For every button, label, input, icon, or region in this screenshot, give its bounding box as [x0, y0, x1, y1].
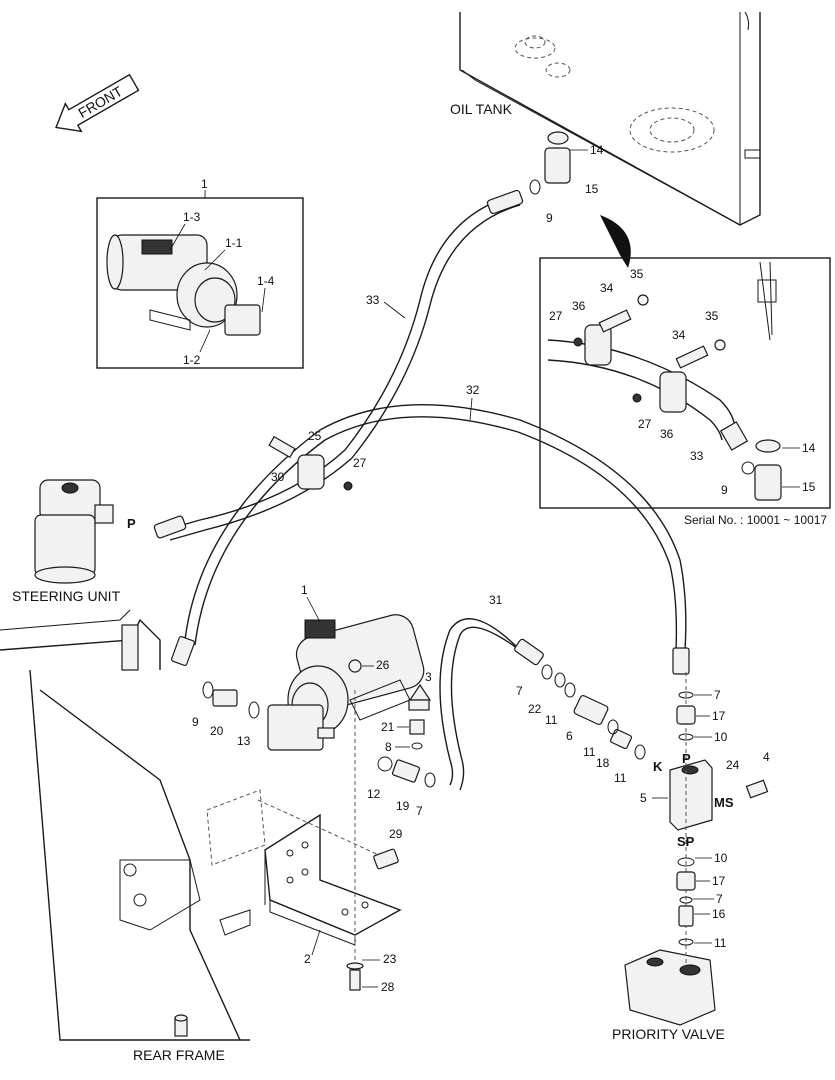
pump-motor	[267, 614, 425, 751]
label-6: 6	[566, 729, 573, 743]
callout-arrow	[600, 215, 631, 268]
inset-serial-frame	[539, 257, 831, 509]
label-18: 18	[596, 756, 610, 770]
inset2-label-34a: 34	[600, 281, 614, 295]
priority-valve	[624, 949, 716, 1026]
label-4: 4	[763, 750, 770, 764]
steering-unit-label: STEERING UNIT	[12, 588, 121, 604]
inset2-label-36b: 36	[660, 427, 674, 441]
label-2: 2	[304, 952, 311, 966]
label-15: 15	[585, 182, 599, 196]
inset2-label-35b: 35	[705, 309, 719, 323]
hose-33	[153, 189, 524, 541]
label-1: 1	[301, 583, 308, 597]
inset2-label-14: 14	[802, 441, 816, 455]
inset1-label-1-2: 1-2	[183, 353, 201, 367]
inset2-label-15: 15	[802, 480, 816, 494]
hose-31	[439, 618, 544, 791]
port-k: K	[653, 759, 663, 774]
inset2-label-27a: 27	[549, 309, 563, 323]
front-arrow: FRONT	[55, 73, 140, 133]
label-9b: 9	[192, 715, 199, 729]
label-7a: 7	[516, 684, 523, 698]
label-14: 14	[590, 143, 604, 157]
label-13: 13	[237, 734, 251, 748]
label-11c: 11	[614, 771, 627, 785]
hose-32	[170, 404, 690, 675]
label-31: 31	[489, 593, 503, 607]
label-11a: 11	[545, 713, 558, 727]
rear-frame-label: REAR FRAME	[133, 1047, 225, 1063]
label-9: 9	[546, 211, 553, 225]
steering-unit	[34, 479, 114, 584]
serial-number-label: Serial No. : 10001 ~ 10017	[684, 513, 827, 527]
inset2-label-34b: 34	[672, 328, 686, 342]
inset1-label-1-4: 1-4	[257, 274, 275, 288]
label-16: 16	[712, 907, 726, 921]
label-24: 24	[726, 758, 740, 772]
steering-port-p: P	[127, 516, 136, 531]
inset1-label-1-1: 1-1	[225, 236, 243, 250]
inset-pump-frame	[96, 197, 304, 369]
inset2-label-35a: 35	[630, 267, 644, 281]
port-sp: SP	[677, 834, 695, 849]
port-ms: MS	[714, 795, 734, 810]
label-22: 22	[528, 702, 542, 716]
inset-pump-drawing	[106, 234, 261, 336]
oil-tank	[459, 11, 761, 226]
label-8: 8	[385, 740, 392, 754]
priority-valve-label: PRIORITY VALVE	[612, 1026, 725, 1042]
oil-tank-label: OIL TANK	[450, 101, 513, 117]
label-7d: 7	[716, 892, 723, 906]
label-25: 25	[308, 429, 322, 443]
label-11b: 11	[583, 745, 596, 759]
bracket-2	[264, 813, 402, 946]
label-11d: 11	[714, 936, 727, 950]
label-21: 21	[381, 720, 395, 734]
label-5: 5	[640, 791, 647, 805]
label-30: 30	[271, 470, 285, 484]
fittings	[202, 131, 696, 991]
label-7b: 7	[416, 804, 423, 818]
label-19: 19	[396, 799, 410, 813]
label-29: 29	[389, 827, 403, 841]
inset2-label-33: 33	[690, 449, 704, 463]
label-3: 3	[425, 670, 432, 684]
label-27: 27	[353, 456, 367, 470]
inset1-label-1-3: 1-3	[183, 210, 201, 224]
label-23: 23	[383, 952, 397, 966]
label-32: 32	[466, 383, 480, 397]
label-17a: 17	[712, 709, 726, 723]
label-7c: 7	[714, 688, 721, 702]
inset2-label-9: 9	[721, 483, 728, 497]
label-10b: 10	[714, 851, 728, 865]
port-p: P	[682, 751, 691, 766]
label-33: 33	[366, 293, 380, 307]
inset1-title: 1	[201, 177, 208, 191]
rear-frame	[0, 609, 266, 1041]
label-26: 26	[376, 658, 390, 672]
label-17b: 17	[712, 874, 726, 888]
label-20: 20	[210, 724, 224, 738]
label-10a: 10	[714, 730, 728, 744]
label-12: 12	[367, 787, 381, 801]
inset2-label-36a: 36	[572, 299, 586, 313]
inset2-drawing	[547, 261, 782, 501]
inset2-label-27b: 27	[638, 417, 652, 431]
label-28: 28	[381, 980, 395, 994]
